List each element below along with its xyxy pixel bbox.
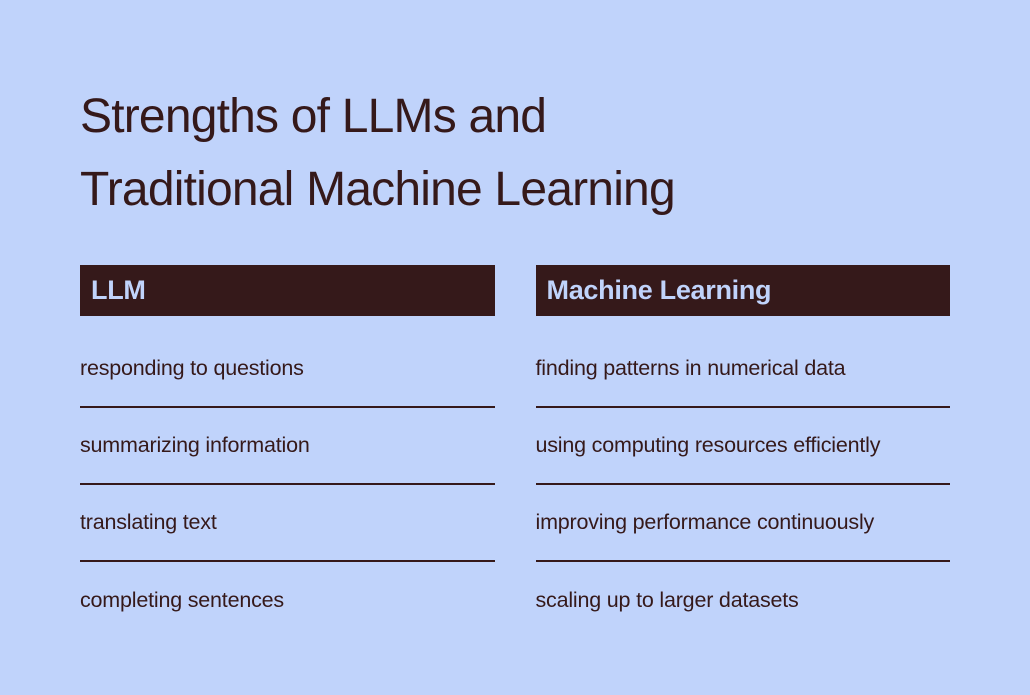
list-item-ml-3: improving performance continuously xyxy=(535,485,950,562)
column-machine-learning-header: Machine Learning xyxy=(535,265,950,316)
list-item-llm-3: translating text xyxy=(80,485,495,562)
column-llm-list: responding to questions summarizing info… xyxy=(80,331,495,639)
page-title-line-1: Strengths of LLMs and xyxy=(80,90,547,143)
list-item-ml-1: finding patterns in numerical data xyxy=(535,331,950,408)
column-llm-header: LLM xyxy=(80,265,495,316)
list-item-ml-4: scaling up to larger datasets xyxy=(535,588,799,612)
list-item-llm-1: responding to questions xyxy=(80,331,495,408)
page-title-line-2: Traditional Machine Learning xyxy=(80,163,676,216)
list-item-llm-2: summarizing information xyxy=(80,408,495,485)
comparison-columns: LLM responding to questions summarizing … xyxy=(80,265,950,639)
list-item-llm-4: completing sentences xyxy=(80,588,284,612)
column-llm: LLM responding to questions summarizing … xyxy=(80,265,495,639)
column-machine-learning: Machine Learning finding patterns in num… xyxy=(535,265,950,639)
list-item-ml-2: using computing resources efficiently xyxy=(535,408,950,485)
column-machine-learning-list: finding patterns in numerical data using… xyxy=(535,331,950,639)
